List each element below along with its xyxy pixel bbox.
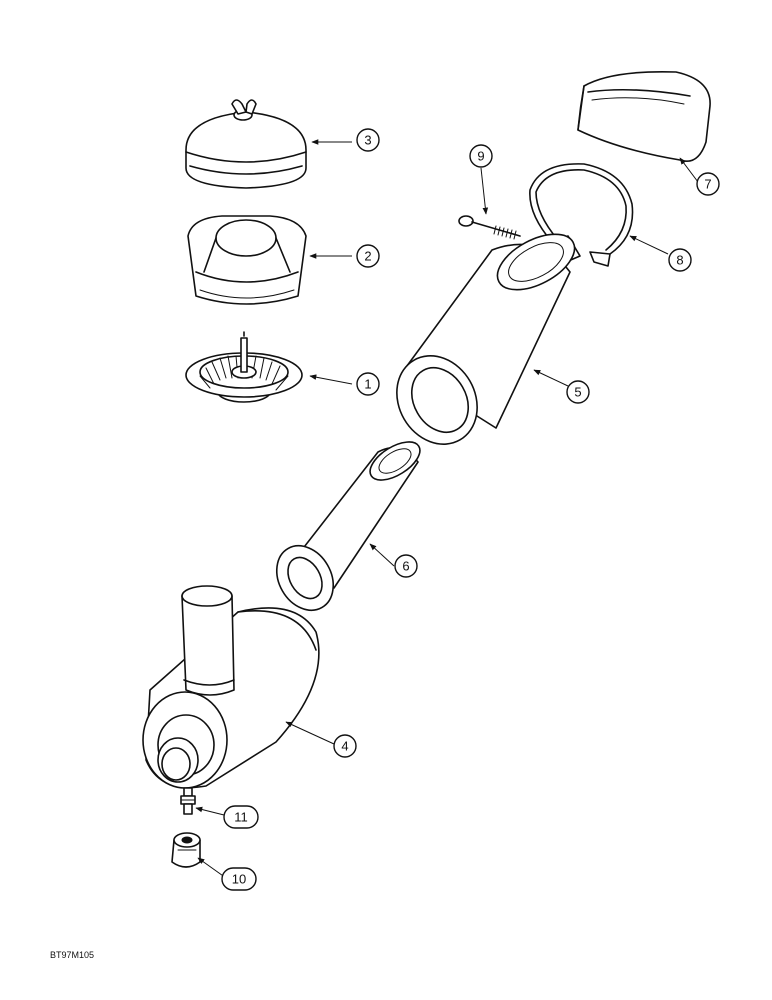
svg-text:11: 11	[234, 810, 248, 825]
callout-8: 8	[668, 248, 692, 272]
svg-text:3: 3	[364, 133, 371, 148]
callout-5: 5	[566, 380, 590, 404]
part-housing	[142, 585, 320, 789]
part-fitting	[180, 787, 196, 815]
part-precleaner	[185, 331, 303, 403]
part-valve	[171, 832, 201, 868]
part-pin	[458, 215, 521, 240]
svg-text:8: 8	[676, 253, 683, 268]
callout-7: 7	[696, 172, 720, 196]
part-cover	[185, 99, 307, 189]
svg-text:4: 4	[341, 739, 348, 754]
part-secondary-element	[275, 441, 421, 611]
svg-text:5: 5	[574, 385, 581, 400]
callout-6: 6	[394, 554, 418, 578]
reference-code: BT97M105	[50, 950, 94, 960]
svg-text:2: 2	[364, 249, 371, 264]
part-primary-element	[396, 233, 576, 445]
callout-11: 11	[223, 805, 259, 829]
svg-text:1: 1	[364, 377, 371, 392]
callout-9: 9	[469, 144, 493, 168]
svg-text:10: 10	[232, 872, 246, 887]
svg-text:6: 6	[402, 559, 409, 574]
svg-text:7: 7	[704, 177, 711, 192]
part-bowl	[187, 215, 307, 305]
callout-2: 2	[356, 244, 380, 268]
svg-text:9: 9	[477, 149, 484, 164]
part-band	[577, 70, 711, 162]
callout-4: 4	[333, 734, 357, 758]
callout-1: 1	[356, 372, 380, 396]
callout-10: 10	[221, 867, 257, 891]
callout-3: 3	[356, 128, 380, 152]
